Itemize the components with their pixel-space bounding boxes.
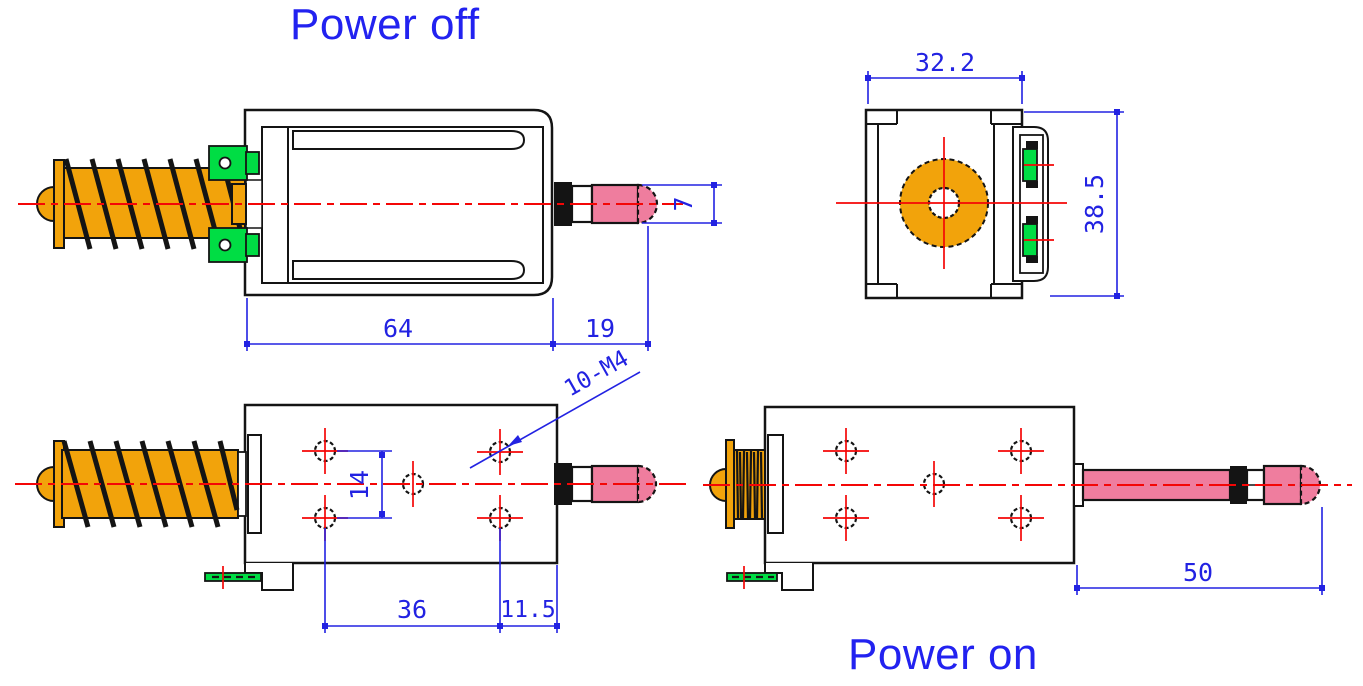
view-side-power-off: 7 64 19 [18,108,722,351]
terminal-tabs [208,145,260,263]
body-bottom-slot [292,260,526,280]
dim-rod-extended-group: 50 [1074,507,1325,595]
dim-body-length-label: 64 [383,314,413,343]
dim-rod-diameter-label: 7 [669,196,698,211]
dim-hole-row-spacing-label: 14 [345,470,374,500]
solenoid-body-outline [243,108,554,297]
dim-hole-col-spacing-group: 36 11.5 [322,528,560,633]
dim-rod-diameter: 7 [642,182,722,226]
title-power-on: Power on [848,630,1038,679]
body-top-slot [292,130,526,150]
mounting-holes [302,428,523,541]
dim-body-width-group: 32.2 [865,48,1025,104]
leader-arrowhead [508,435,522,446]
dim-hole-row-spacing-group: 14 [337,450,392,519]
terminal-edge [204,566,262,589]
dim-body-width-label: 32.2 [915,48,975,77]
mounting-holes-on [823,428,1044,541]
dim-body-height-group: 38.5 [1024,109,1124,299]
dim-hole-edge-offset-label: 11.5 [500,597,555,623]
dim-body-length-group: 64 19 [244,226,651,351]
terminal-edge-on [726,566,778,589]
thread-callout-label: 10-M4 [560,346,633,403]
dim-hole-col-spacing-label: 36 [397,595,427,624]
title-power-off: Power off [290,0,480,49]
view-end: 32.2 38.5 [836,48,1124,300]
dim-body-height-label: 38.5 [1080,174,1109,234]
view-top-power-on: 50 [703,405,1352,595]
dim-rod-extended-label: 50 [1183,558,1213,587]
mounting-foot-on [764,563,814,591]
dim-stroke-off-label: 19 [585,314,615,343]
mounting-foot [244,563,294,591]
view-top-power-off: 14 36 11.5 10-M4 [15,346,690,633]
